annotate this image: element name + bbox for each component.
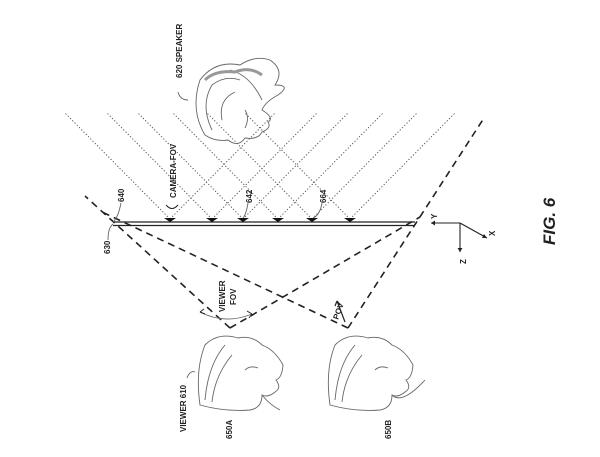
- leader-664: [312, 202, 323, 219]
- camera-ray: [211, 112, 318, 220]
- axis-label-y: Y: [430, 213, 439, 219]
- display-panel: [113, 221, 415, 227]
- camera-4: [272, 218, 284, 222]
- camera-ray: [242, 112, 349, 220]
- label-650a: 650A: [225, 420, 234, 439]
- leader-630: [107, 223, 114, 241]
- camera-fov-rays: [64, 112, 456, 220]
- leader-640: [112, 202, 122, 223]
- camera-6: [344, 218, 356, 222]
- speaker-head-illustration: [195, 57, 285, 144]
- camera-1: [164, 218, 176, 222]
- axis-label-z: Z: [459, 259, 468, 264]
- camera-ray: [106, 112, 213, 220]
- label-camera-fov: CAMERA-FOV: [169, 143, 178, 198]
- camera-ray: [311, 112, 418, 220]
- viewer-fov-lines: [84, 117, 485, 329]
- camera-ray: [172, 112, 279, 220]
- camera-ray: [244, 112, 351, 220]
- label-viewer-fov-2: FOV: [229, 288, 238, 305]
- pov-arrowhead: [334, 300, 341, 307]
- fov-b-right: [347, 117, 485, 329]
- arc-arrowheads: [199, 308, 253, 319]
- fov-a-right: [229, 216, 421, 329]
- viewer-fov-arc: [199, 311, 253, 320]
- coordinate-axes: [431, 220, 488, 252]
- leader-620: [177, 91, 189, 101]
- label-630: 630: [103, 240, 112, 254]
- camera-ray: [277, 112, 384, 220]
- camera-ray: [64, 112, 171, 220]
- leader-642: [242, 202, 249, 219]
- camera-ray: [137, 112, 244, 220]
- label-650b: 650B: [384, 420, 393, 439]
- viewer-head-650a-illustration: [197, 335, 284, 411]
- label-640: 640: [117, 188, 126, 202]
- camera-fov-arc: [165, 204, 179, 209]
- label-viewer: VIEWER 610: [179, 384, 188, 432]
- label-speaker: 620 SPEAKER: [175, 24, 184, 78]
- camera-2: [206, 218, 218, 222]
- leader-610: [186, 371, 196, 379]
- camera-ray: [349, 112, 456, 220]
- pov-arrow: [336, 300, 346, 323]
- axis-label-x: X: [488, 230, 497, 236]
- camera-ray: [169, 112, 276, 220]
- fov-a-left: [84, 195, 231, 329]
- label-642: 642: [245, 189, 254, 203]
- fov-b-left: [99, 210, 349, 329]
- viewer-head-650b-illustration: [327, 335, 426, 411]
- camera-ray: [206, 112, 313, 220]
- label-viewer-fov-1: VIEWER: [218, 280, 227, 312]
- camera-3: [237, 218, 249, 222]
- figure-title: FIG. 6: [540, 197, 559, 245]
- camera-array: [164, 218, 356, 222]
- camera-5: [306, 218, 318, 222]
- label-664: 664: [319, 189, 328, 203]
